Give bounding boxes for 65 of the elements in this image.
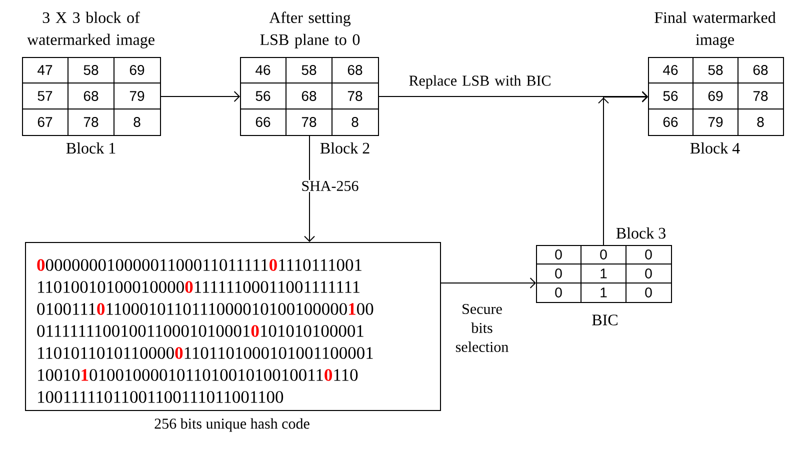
hash-bits: 110101101011000001101101000101001100001 xyxy=(38,347,373,359)
hash-bits: 11010010100010000011111100011001111111 xyxy=(38,281,360,293)
number-grid xyxy=(536,244,672,303)
edge-label: Replace LSB with BIC xyxy=(409,75,550,89)
number-grid xyxy=(22,56,161,136)
grid-cell-value: 1 xyxy=(600,288,607,298)
arrow xyxy=(304,136,315,242)
grid-cell-value: 8 xyxy=(757,117,764,127)
arrow xyxy=(598,92,648,246)
grid-cell-value: 68 xyxy=(753,65,768,75)
grid-cell-value: 0 xyxy=(645,250,652,260)
grid-cell-value: 56 xyxy=(256,91,270,101)
grid-cell-value: 58 xyxy=(302,65,316,75)
block-caption: Block 1 xyxy=(66,142,116,154)
block-caption: BIC xyxy=(592,314,618,326)
edge-label: Secure bits selection xyxy=(456,304,508,352)
grid-cell-value: 0 xyxy=(600,250,607,260)
block-caption: Block 4 xyxy=(690,142,740,154)
block-heading: Final watermarked image xyxy=(654,12,776,48)
number-grid xyxy=(648,56,784,136)
hash-code-box xyxy=(25,242,441,411)
grid-cell-value: 56 xyxy=(663,91,678,101)
grid-cell-value: 0 xyxy=(555,268,562,278)
arrow xyxy=(440,278,536,288)
grid-cell-value: 58 xyxy=(708,65,723,75)
arrow xyxy=(160,91,240,102)
grid-cell-value: 78 xyxy=(84,117,98,127)
grid-cell-value: 58 xyxy=(84,65,98,75)
grid-cell-value: 68 xyxy=(302,91,316,101)
edge-label: SHA-256 xyxy=(302,180,358,192)
grid-cell-value: 78 xyxy=(753,91,768,101)
grid-cell-value: 78 xyxy=(348,91,362,101)
grid-cell-value: 46 xyxy=(256,65,270,75)
hash-bits: 1001010100100001011010010100100110110 xyxy=(38,369,358,381)
grid-cell-value: 46 xyxy=(663,65,678,75)
grid-cell-value: 8 xyxy=(134,117,140,127)
grid-cell-value: 0 xyxy=(555,250,562,260)
grid-cell-value: 68 xyxy=(84,91,98,101)
hash-bits: 010011101100010110111000010100100000100 xyxy=(37,303,374,315)
box-caption: 256 bits unique hash code xyxy=(154,418,310,432)
grid-cell-value: 0 xyxy=(645,268,652,278)
grid-cell-value: 0 xyxy=(555,288,562,298)
grid-cell-value: 79 xyxy=(130,91,144,101)
block-caption: Block 2 xyxy=(320,142,370,154)
grid-cell-value: 69 xyxy=(708,91,723,101)
block-heading: 3 X 3 block of watermarked image xyxy=(27,12,154,48)
grid-cell-value: 67 xyxy=(38,117,52,127)
grid-cell-value: 78 xyxy=(302,117,316,127)
hash-bits: 10011111011001100111011001100 xyxy=(38,391,284,403)
grid-cell-value: 0 xyxy=(645,288,652,298)
block-caption: Block 3 xyxy=(616,227,666,239)
grid-cell-value: 1 xyxy=(600,268,607,278)
grid-cell-value: 8 xyxy=(352,117,358,127)
number-grid xyxy=(240,56,379,136)
arrow xyxy=(378,91,648,102)
grid-cell-value: 66 xyxy=(663,117,678,127)
block-heading: After setting LSB plane to 0 xyxy=(260,12,360,48)
grid-cell-value: 47 xyxy=(38,65,52,75)
grid-cell-value: 69 xyxy=(130,65,144,75)
hash-bits: 00000000100000110001101111101110111001 xyxy=(37,259,362,271)
grid-cell-value: 66 xyxy=(256,117,270,127)
hash-bits: 01111111001001100010100010101010100001 xyxy=(37,325,364,337)
grid-cell-value: 79 xyxy=(708,117,723,127)
grid-cell-value: 68 xyxy=(348,65,362,75)
grid-cell-value: 57 xyxy=(38,91,52,101)
